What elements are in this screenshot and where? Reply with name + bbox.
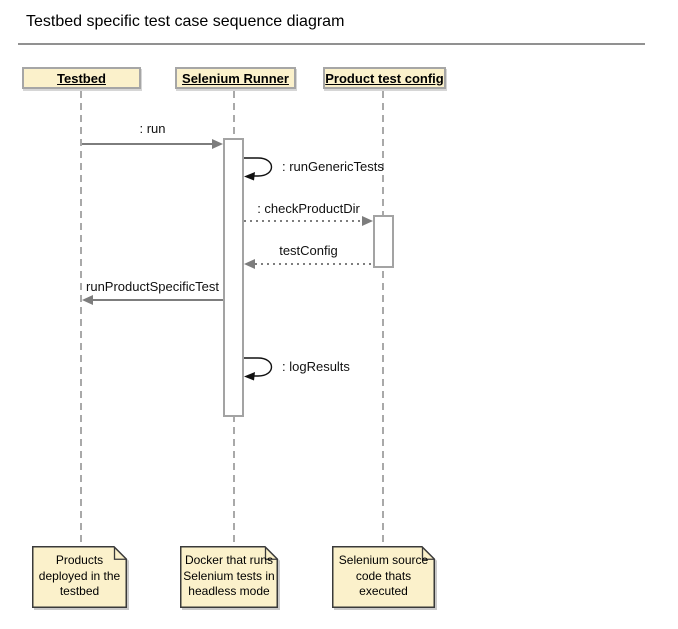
- note-line: Selenium tests in: [183, 568, 275, 583]
- activation-bar-selenium-runner: [223, 138, 244, 417]
- self-loop-arrow-icon: [244, 157, 273, 181]
- note-selenium-runner: Docker that runs Selenium tests in headl…: [180, 546, 278, 615]
- lifeline-testbed: [80, 91, 82, 546]
- arrowhead-right-icon: [362, 216, 373, 226]
- participant-box-testbed: Testbed: [22, 67, 141, 89]
- participant-box-selenium-runner: Selenium Runner: [175, 67, 296, 89]
- message-test-config-label: testConfig: [279, 243, 338, 258]
- message-check-product-dir-line: [244, 220, 363, 222]
- message-check-product-dir-label: : checkProductDir: [257, 201, 360, 216]
- note-line: headless mode: [188, 584, 270, 598]
- activation-bar-product-test-config: [373, 215, 394, 268]
- participant-label: Selenium Runner: [182, 70, 289, 86]
- participant-label: Product test config: [325, 70, 444, 86]
- note-shape-icon: [32, 546, 127, 608]
- lifeline-product-test-config: [382, 91, 384, 546]
- title-divider: [18, 43, 645, 45]
- message-run-generic-tests-label: : runGenericTests: [282, 159, 384, 174]
- message-run-line: [82, 143, 212, 145]
- note-line: Products: [55, 553, 104, 567]
- message-run-product-specific-test-label: runProductSpecificTest: [86, 279, 219, 294]
- message-run-label: : run: [139, 121, 166, 136]
- note-shape-icon: [332, 546, 435, 608]
- note-line: executed: [359, 584, 408, 598]
- participant-box-product-test-config: Product test config: [323, 67, 446, 89]
- message-test-config-line: [255, 263, 373, 265]
- arrowhead-left-icon: [244, 259, 255, 269]
- note-line: Docker that runs: [184, 553, 274, 567]
- note-line: code thats: [355, 568, 412, 583]
- note-line: deployed in the: [38, 568, 121, 583]
- note-testbed: Products deployed in the testbed: [32, 546, 127, 615]
- arrowhead-right-icon: [212, 139, 223, 149]
- note-product-test-config: Selenium source code thats executed: [332, 546, 435, 615]
- message-run-product-specific-test-line: [93, 299, 223, 301]
- note-shape-icon: [180, 546, 278, 608]
- message-log-results-label: : logResults: [282, 359, 350, 374]
- arrowhead-left-icon: [82, 295, 93, 305]
- page-title: Testbed specific test case sequence diag…: [26, 13, 345, 30]
- note-line: testbed: [59, 584, 100, 598]
- note-line: Selenium source: [338, 553, 429, 567]
- participant-label: Testbed: [57, 70, 106, 86]
- self-loop-arrow-icon: [244, 357, 273, 381]
